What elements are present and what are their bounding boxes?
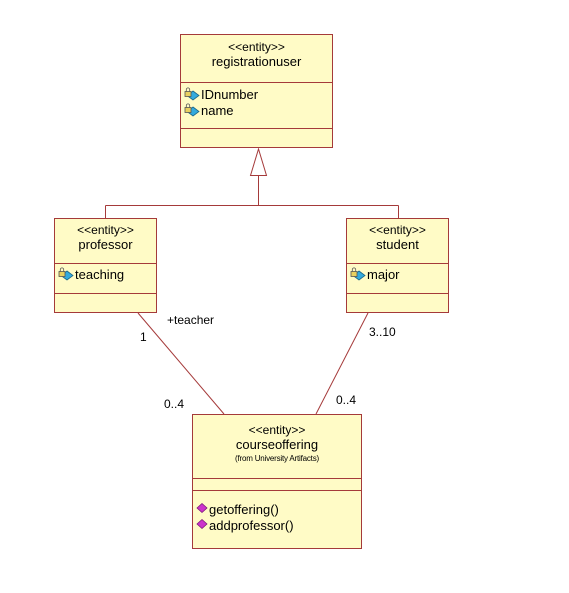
private-attribute-icon [184,87,200,101]
generalization-arrowhead [249,147,268,176]
class-professor[interactable]: <<entity>> professor teaching [54,218,157,313]
attribute-compartment: major [347,264,448,294]
attribute-compartment: IDnumber name [181,83,332,129]
operation-row[interactable]: addprofessor() [193,517,361,533]
operation-row[interactable]: getoffering() [193,501,361,517]
attribute-compartment: teaching [55,264,156,294]
class-registrationuser[interactable]: <<entity>> registrationuser IDnumber nam… [180,34,333,148]
attribute-row[interactable]: teaching [55,266,156,282]
multiplicity-course-end-student: 0..4 [336,393,357,407]
class-name: professor [78,237,133,252]
class-name: student [376,237,419,252]
operation-compartment [55,294,156,312]
multiplicity-course-end-professor: 0..4 [164,397,185,411]
private-attribute-icon [58,267,74,281]
association-student-courseoffering[interactable] [315,312,369,415]
class-courseoffering[interactable]: <<entity>> courseoffering (from Universi… [192,414,362,549]
class-name: courseoffering [235,437,319,452]
multiplicity-professor-end: 1 [140,330,147,344]
attribute-row[interactable]: IDnumber [181,86,332,102]
association-professor-courseoffering[interactable] [137,312,225,415]
attribute-name: IDnumber [201,86,259,102]
class-name: registrationuser [211,54,302,69]
attribute-name: major [367,266,400,282]
stereotype-label: <<entity>> [369,223,426,237]
stereotype-label: <<entity>> [248,423,306,437]
attribute-compartment [193,479,361,491]
public-operation-icon [196,518,208,530]
role-label-teacher: +teacher [167,313,215,327]
private-attribute-icon [184,103,200,117]
attribute-row[interactable]: major [347,266,448,282]
package-origin-label: (from University Artifacts) [235,454,319,463]
operation-name: addprofessor() [209,517,294,533]
attribute-name: name [201,102,234,118]
operation-compartment [181,129,332,147]
stereotype-label: <<entity>> [77,223,134,237]
stereotype-label: <<entity>> [228,40,285,54]
private-attribute-icon [350,267,366,281]
attribute-row[interactable]: name [181,102,332,118]
operation-compartment [347,294,448,312]
operation-compartment: getoffering() addprofessor() [193,491,361,548]
multiplicity-student-end: 3..10 [369,325,396,339]
operation-name: getoffering() [209,501,279,517]
public-operation-icon [196,502,208,514]
attribute-name: teaching [75,266,125,282]
class-student[interactable]: <<entity>> student major [346,218,449,313]
